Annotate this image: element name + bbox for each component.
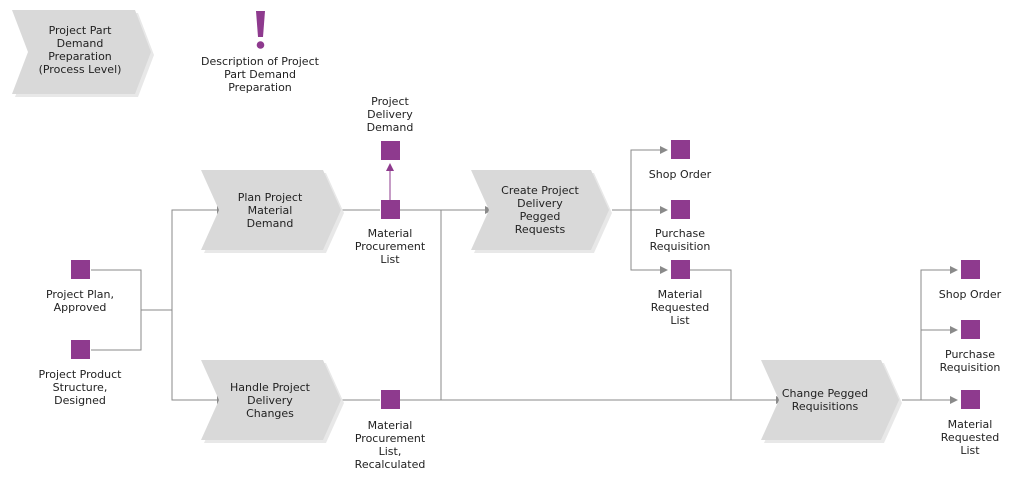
object-project-plan-approved[interactable]: [71, 260, 90, 279]
label-line: Description of Project: [201, 55, 320, 68]
object-project-delivery-demand[interactable]: [381, 141, 400, 160]
label-line: Requested: [651, 301, 709, 314]
object-shop-order-2-label: Shop Order: [939, 288, 1002, 301]
label-line: Requisition: [940, 361, 1001, 374]
label-line: List: [380, 253, 400, 266]
exclamation-icon[interactable]: [256, 11, 265, 49]
label-line: Material: [948, 418, 993, 431]
connectors: [91, 146, 958, 404]
label-line: List,: [379, 445, 402, 458]
label-line: Project Plan,: [46, 288, 114, 301]
label-line: Purchase: [945, 348, 995, 361]
label-line: List: [960, 444, 980, 457]
object-shop-order-1-label: Shop Order: [649, 168, 712, 181]
label-line: Shop Order: [649, 168, 712, 181]
connector-to-plan-demand: [171, 206, 225, 310]
connector-req-list-to-change: [690, 269, 732, 400]
label-line: Requisitions: [792, 400, 859, 413]
label-line: Recalculated: [355, 458, 426, 471]
label-line: Delivery: [247, 394, 293, 407]
connector-to-material-req-list-1: [630, 210, 668, 274]
label-line: Delivery: [367, 108, 413, 121]
label-line: Material: [368, 227, 413, 240]
label-line: Shop Order: [939, 288, 1002, 301]
label-line: Purchase: [655, 227, 705, 240]
label-line: Demand: [367, 121, 414, 134]
label-line: Requests: [515, 223, 566, 236]
object-project-product-structure-designed[interactable]: [71, 340, 90, 359]
label-line: Procurement: [355, 432, 426, 445]
object-material-procurement-list-recalculated[interactable]: [381, 390, 400, 409]
label-line: Create Project: [501, 184, 579, 197]
object-material-requested-list-1[interactable]: [671, 260, 690, 279]
label-line: Approved: [54, 301, 107, 314]
object-shop-order-2[interactable]: [961, 260, 980, 279]
label-line: Delivery: [517, 197, 563, 210]
label-line: Procurement: [355, 240, 426, 253]
object-purchase-requisition-2[interactable]: [961, 320, 980, 339]
object-shop-order-1[interactable]: [671, 140, 690, 159]
label-line: Material: [248, 204, 293, 217]
label-line: Project: [371, 95, 409, 108]
label-line: Changes: [246, 407, 294, 420]
object-plan-approved-label: Project Plan,Approved: [46, 288, 114, 314]
label-line: Part Demand: [224, 68, 296, 81]
connector-to-handle-changes: [171, 310, 225, 404]
label-line: Plan Project: [238, 191, 303, 204]
label-line: Project Part: [49, 24, 113, 37]
label-line: Preparation: [48, 50, 112, 63]
object-material-requested-list-2[interactable]: [961, 390, 980, 409]
label-line: Requisition: [650, 240, 711, 253]
object-material-procurement-list[interactable]: [381, 200, 400, 219]
connector-plan-approved: [91, 269, 172, 311]
label-line: (Process Level): [39, 63, 122, 76]
label-line: Pegged: [520, 210, 561, 223]
label-line: Designed: [54, 394, 106, 407]
connector-structure-designed: [91, 310, 142, 351]
label-line: Project Product: [39, 368, 123, 381]
label-line: Change Pegged: [782, 387, 868, 400]
label-line: Material: [368, 419, 413, 432]
label-line: Demand: [57, 37, 104, 50]
label-line: Structure,: [53, 381, 108, 394]
label-line: Demand: [247, 217, 294, 230]
label-line: Material: [658, 288, 703, 301]
connector-to-purchase-req-2: [920, 326, 958, 400]
label-line: List: [670, 314, 690, 327]
label-line: Handle Project: [230, 381, 311, 394]
label-line: Preparation: [228, 81, 292, 94]
label-line: Requested: [941, 431, 999, 444]
connector-to-shop-order-1: [630, 146, 668, 210]
object-purchase-requisition-1[interactable]: [671, 200, 690, 219]
